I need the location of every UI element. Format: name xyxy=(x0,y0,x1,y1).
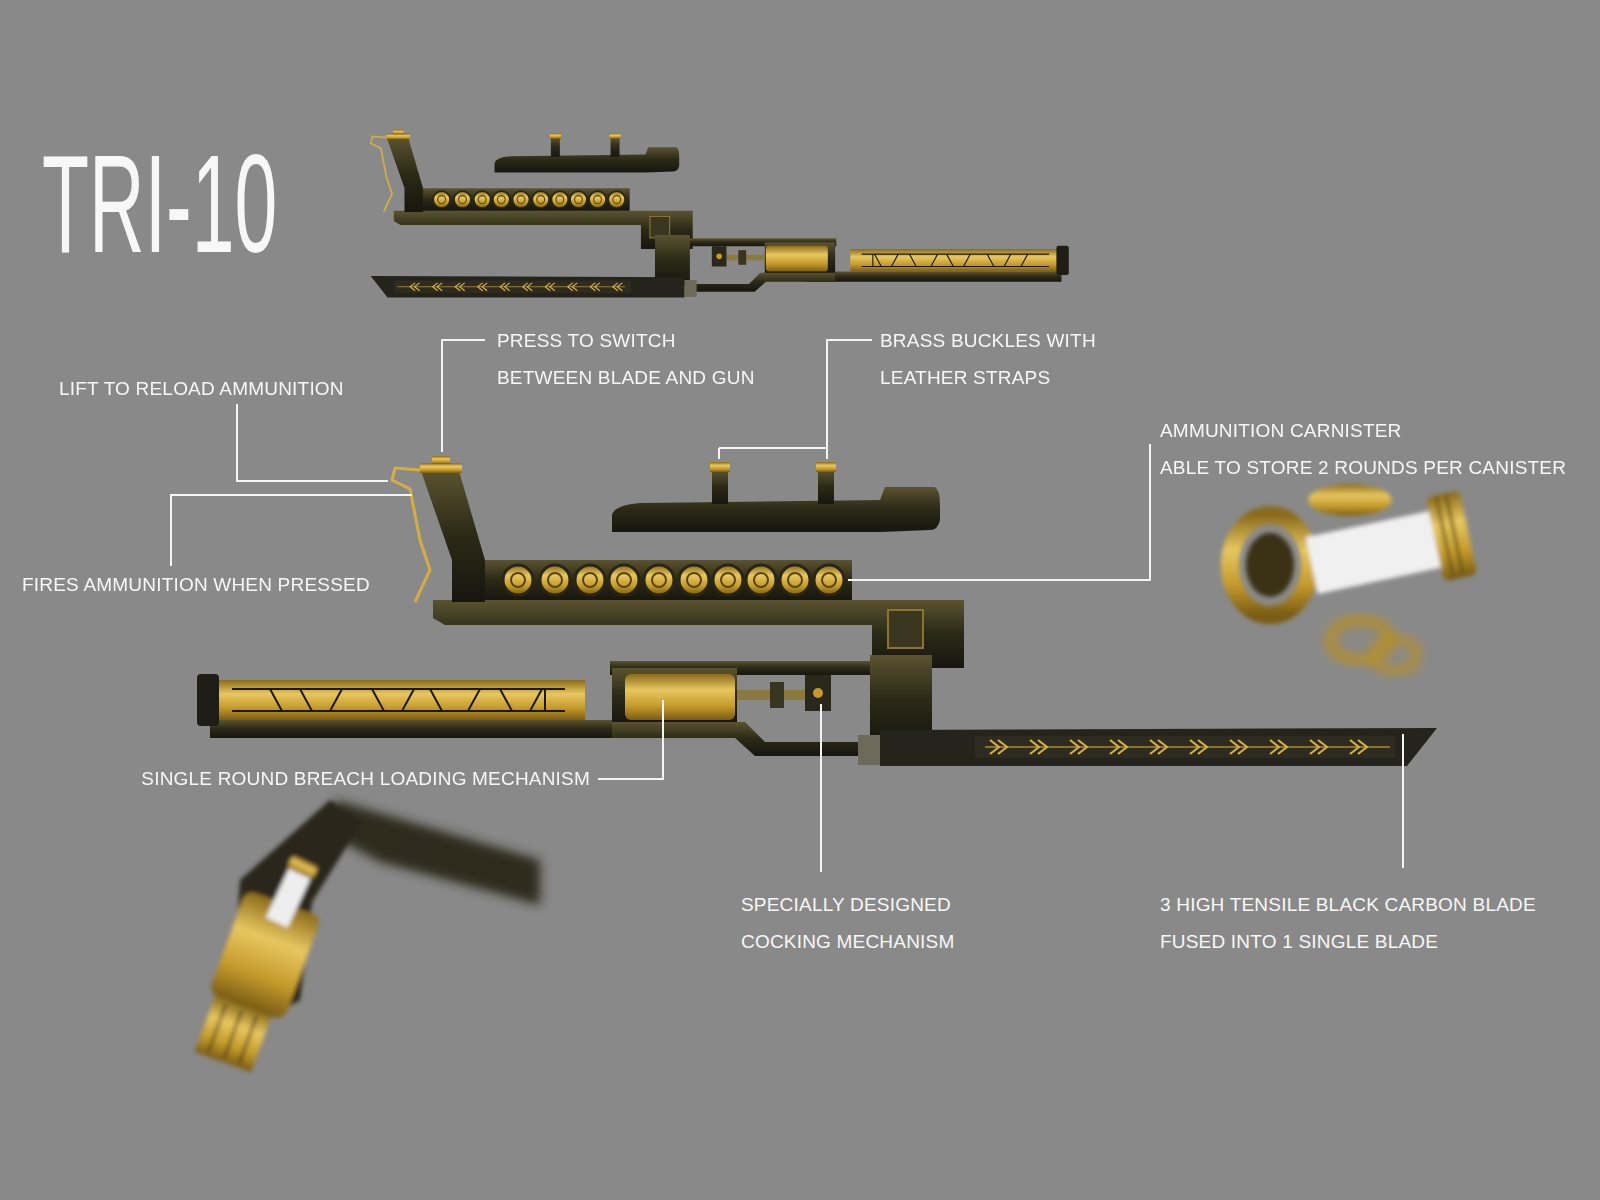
callout-label: PRESS TO SWITCH BETWEEN BLADE AND GUN xyxy=(497,322,762,396)
callout-label: 3 HIGH TENSILE BLACK CARBON BLADE FUSED … xyxy=(1160,886,1540,960)
callout-label: SPECIALLY DESIGNED COCKING MECHANISM xyxy=(741,886,966,960)
callout-label: AMMUNITION CARNISTER xyxy=(1160,412,1402,449)
callout-label: SINGLE ROUND BREACH LOADING MECHANISM xyxy=(141,760,590,797)
callout-label: ABLE TO STORE 2 ROUNDS PER CANISTER xyxy=(1160,449,1566,486)
main-view xyxy=(197,456,1437,766)
breech-closeup xyxy=(188,800,540,1077)
leader-lines xyxy=(171,340,1403,872)
top-view xyxy=(371,130,1069,298)
callout-label: FIRES AMMUNITION WHEN PRESSED xyxy=(22,566,370,603)
canister-closeup xyxy=(1230,484,1477,671)
sheet-title: TRI-10 xyxy=(42,134,277,274)
callout-label: LIFT TO RELOAD AMMUNITION xyxy=(59,370,344,407)
callout-label: BRASS BUCKLES WITH LEATHER STRAPS xyxy=(880,322,1110,396)
